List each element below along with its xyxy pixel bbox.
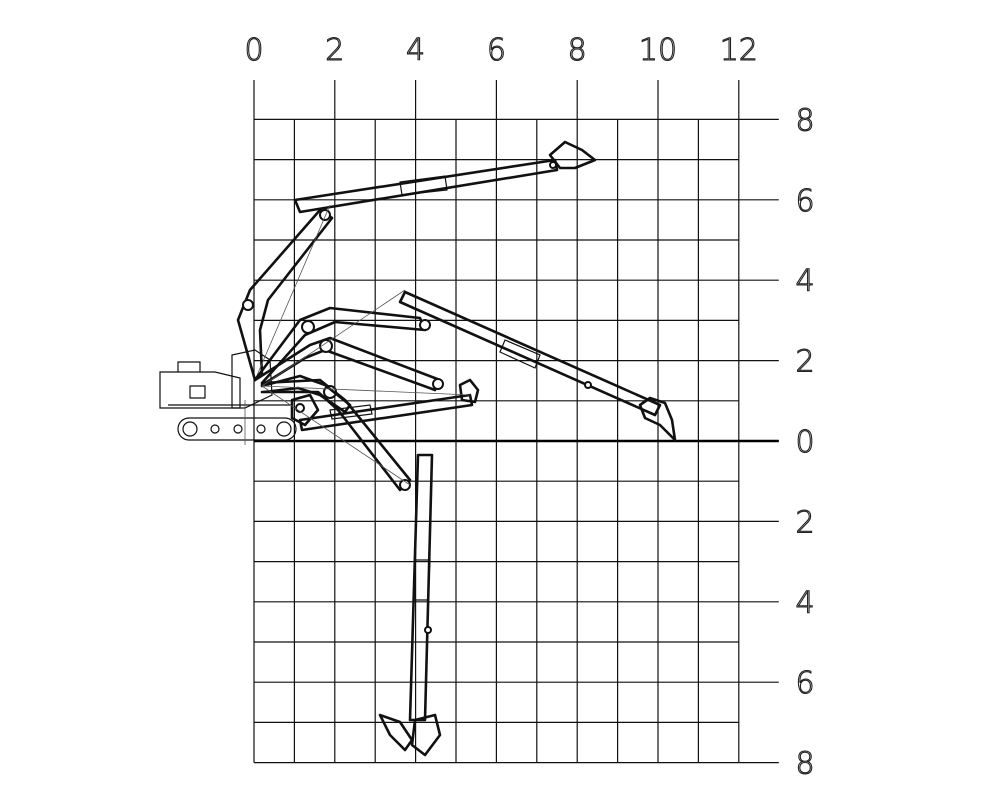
stick-cylinder — [412, 559, 431, 601]
engine-hood — [177, 361, 201, 372]
track-roller — [182, 421, 198, 437]
stick-pin — [584, 381, 592, 389]
stick-pin — [424, 626, 432, 634]
boom-pin — [301, 320, 315, 334]
y-tick-label: 8 — [795, 103, 814, 138]
track-roller — [256, 424, 266, 434]
y-tick-label: 0 — [795, 425, 814, 460]
track — [177, 417, 297, 441]
track-roller — [276, 421, 292, 437]
bucket — [458, 378, 480, 404]
y-axis-ticks: 8 6 4 2 0 2 4 6 8 — [795, 103, 815, 782]
stick — [298, 393, 474, 432]
boom-tip-pin — [419, 319, 431, 331]
x-tick-label: 0 — [244, 33, 263, 68]
y-tick-label: 4 — [795, 264, 814, 299]
track-roller — [233, 424, 243, 434]
reach-envelope — [261, 385, 471, 396]
x-axis-ticks: 0 2 4 6 8 10 12 — [244, 32, 759, 68]
boom — [236, 208, 334, 382]
stick-cylinder — [329, 404, 373, 420]
bucket — [638, 396, 677, 442]
reach-envelope — [254, 204, 331, 381]
excavator-body — [159, 349, 297, 445]
bucket — [290, 393, 320, 427]
x-tick-label: 6 — [487, 33, 506, 68]
cab-window — [189, 385, 206, 399]
stick — [408, 453, 434, 722]
bucket — [378, 713, 414, 752]
bucket — [410, 713, 442, 757]
y-tick-label: 8 — [795, 747, 814, 782]
bucket-pin — [295, 403, 305, 413]
stick — [398, 290, 662, 417]
x-tick-label: 12 — [720, 33, 758, 68]
boom-pin — [319, 339, 333, 353]
reach-envelope — [261, 289, 406, 387]
grid — [253, 80, 779, 764]
y-tick-label: 2 — [795, 505, 814, 540]
arm-position-tucked — [260, 289, 471, 486]
x-tick-label: 10 — [639, 33, 677, 68]
track-roller — [210, 424, 220, 434]
bucket — [548, 140, 597, 170]
boom — [253, 306, 427, 385]
x-tick-label: 2 — [325, 33, 344, 68]
y-tick-label: 4 — [795, 586, 814, 621]
arm-position-max-high — [236, 140, 597, 382]
arm-position-mid — [253, 290, 677, 442]
boom-tip-pin — [432, 378, 444, 390]
x-tick-label: 8 — [568, 33, 587, 68]
x-tick-label: 4 — [406, 33, 425, 68]
y-tick-label: 6 — [795, 666, 814, 701]
counterweight — [159, 371, 241, 409]
y-tick-label: 2 — [795, 345, 814, 380]
stick — [293, 158, 559, 214]
stick-cylinder — [399, 175, 448, 196]
boom-cylinder-pin — [242, 299, 254, 311]
arm-position-deep — [260, 378, 442, 757]
boom — [260, 378, 412, 492]
y-tick-label: 6 — [795, 184, 814, 219]
stick-cylinder — [499, 339, 541, 369]
reach-envelope — [261, 385, 411, 486]
bucket-pin — [549, 161, 557, 169]
boom-tip-pin — [319, 209, 331, 221]
arm-position-low — [253, 336, 480, 432]
boom — [260, 374, 352, 414]
